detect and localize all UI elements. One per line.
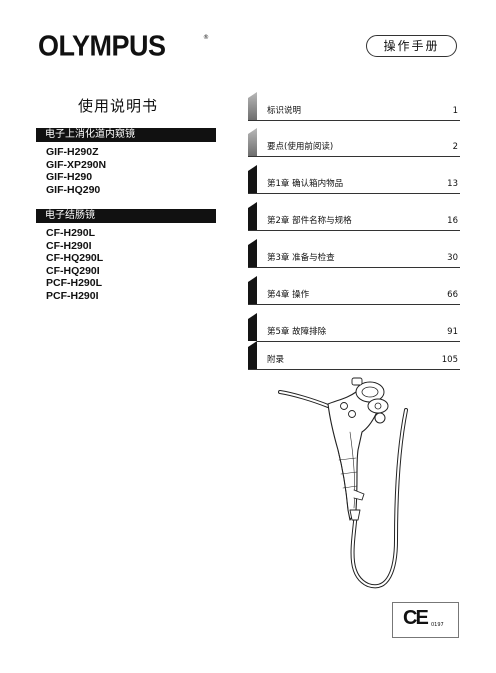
toc-row-appendix[interactable]: 附录 105: [248, 341, 460, 370]
toc-label: 第2章 部件名称与规格: [267, 216, 352, 226]
toc-row-symbols[interactable]: 标识说明 1: [248, 92, 460, 121]
endoscope-illustration: [278, 377, 408, 589]
toc-row-chapter-2[interactable]: 第2章 部件名称与规格 16: [248, 202, 460, 231]
ce-mark-box: CE 0197: [392, 602, 459, 638]
toc-label: 第5章 故障排除: [267, 327, 327, 337]
group-heading-colon: 电子结肠镜: [36, 209, 216, 223]
toc-label: 要点(使用前阅读): [267, 142, 334, 152]
group-heading-upper-gi: 电子上消化道内窥镜: [36, 128, 216, 142]
toc-row-chapter-3[interactable]: 第3章 准备与检查 30: [248, 239, 460, 268]
toc-row-chapter-5[interactable]: 第5章 故障排除 91: [248, 313, 460, 342]
model-item: CF-HQ290L: [46, 252, 104, 264]
olympus-logo: OLYMPUS: [38, 30, 166, 62]
model-item: GIF-H290Z: [46, 146, 99, 158]
model-list-colon: CF-H290L CF-H290I CF-HQ290L CF-HQ290I PC…: [46, 227, 103, 302]
model-item: GIF-H290: [46, 171, 93, 183]
model-list-upper-gi: GIF-H290Z GIF-XP290N GIF-H290 GIF-HQ290: [46, 146, 106, 196]
manual-title: 使用说明书: [78, 97, 159, 115]
model-item: PCF-H290I: [46, 289, 99, 302]
toc-page: 66: [447, 290, 458, 300]
toc-tab-marker: [248, 239, 257, 267]
toc-page: 16: [447, 216, 458, 226]
registered-mark: ®: [203, 34, 209, 41]
ce-mark-symbol: CE: [403, 607, 429, 629]
toc-page: 13: [447, 179, 458, 189]
toc-row-chapter-4[interactable]: 第4章 操作 66: [248, 276, 460, 305]
model-item: GIF-XP290N: [46, 158, 107, 171]
model-item: GIF-HQ290: [46, 183, 101, 196]
toc-tab-marker: [248, 92, 257, 120]
toc-tab-marker: [248, 276, 257, 304]
toc-label: 第3章 准备与检查: [267, 253, 335, 263]
model-item: PCF-H290L: [46, 277, 103, 289]
toc-label: 第4章 操作: [267, 290, 310, 300]
toc-tab-marker: [248, 313, 257, 341]
model-item: CF-H290L: [46, 227, 96, 239]
toc-label: 标识说明: [267, 106, 302, 116]
toc-page: 30: [447, 253, 458, 263]
toc-label: 第1章 确认箱内物品: [267, 179, 344, 189]
toc-page: 91: [447, 327, 458, 337]
model-item: CF-HQ290I: [46, 264, 100, 277]
toc-page: 2: [452, 142, 458, 152]
toc-tab-marker: [248, 165, 257, 193]
toc-tab-marker: [248, 341, 257, 369]
toc-page: 1: [452, 106, 458, 116]
doc-type-badge: 操作手册: [366, 35, 457, 57]
toc-page: 105: [441, 355, 458, 365]
toc-tab-marker: [248, 128, 257, 156]
toc-tab-marker: [248, 202, 257, 230]
model-item: CF-H290I: [46, 239, 92, 252]
toc-label: 附录: [267, 355, 285, 365]
ce-notified-body-number: 0197: [431, 622, 444, 628]
toc-row-chapter-1[interactable]: 第1章 确认箱内物品 13: [248, 165, 460, 194]
toc-row-important[interactable]: 要点(使用前阅读) 2: [248, 128, 460, 157]
